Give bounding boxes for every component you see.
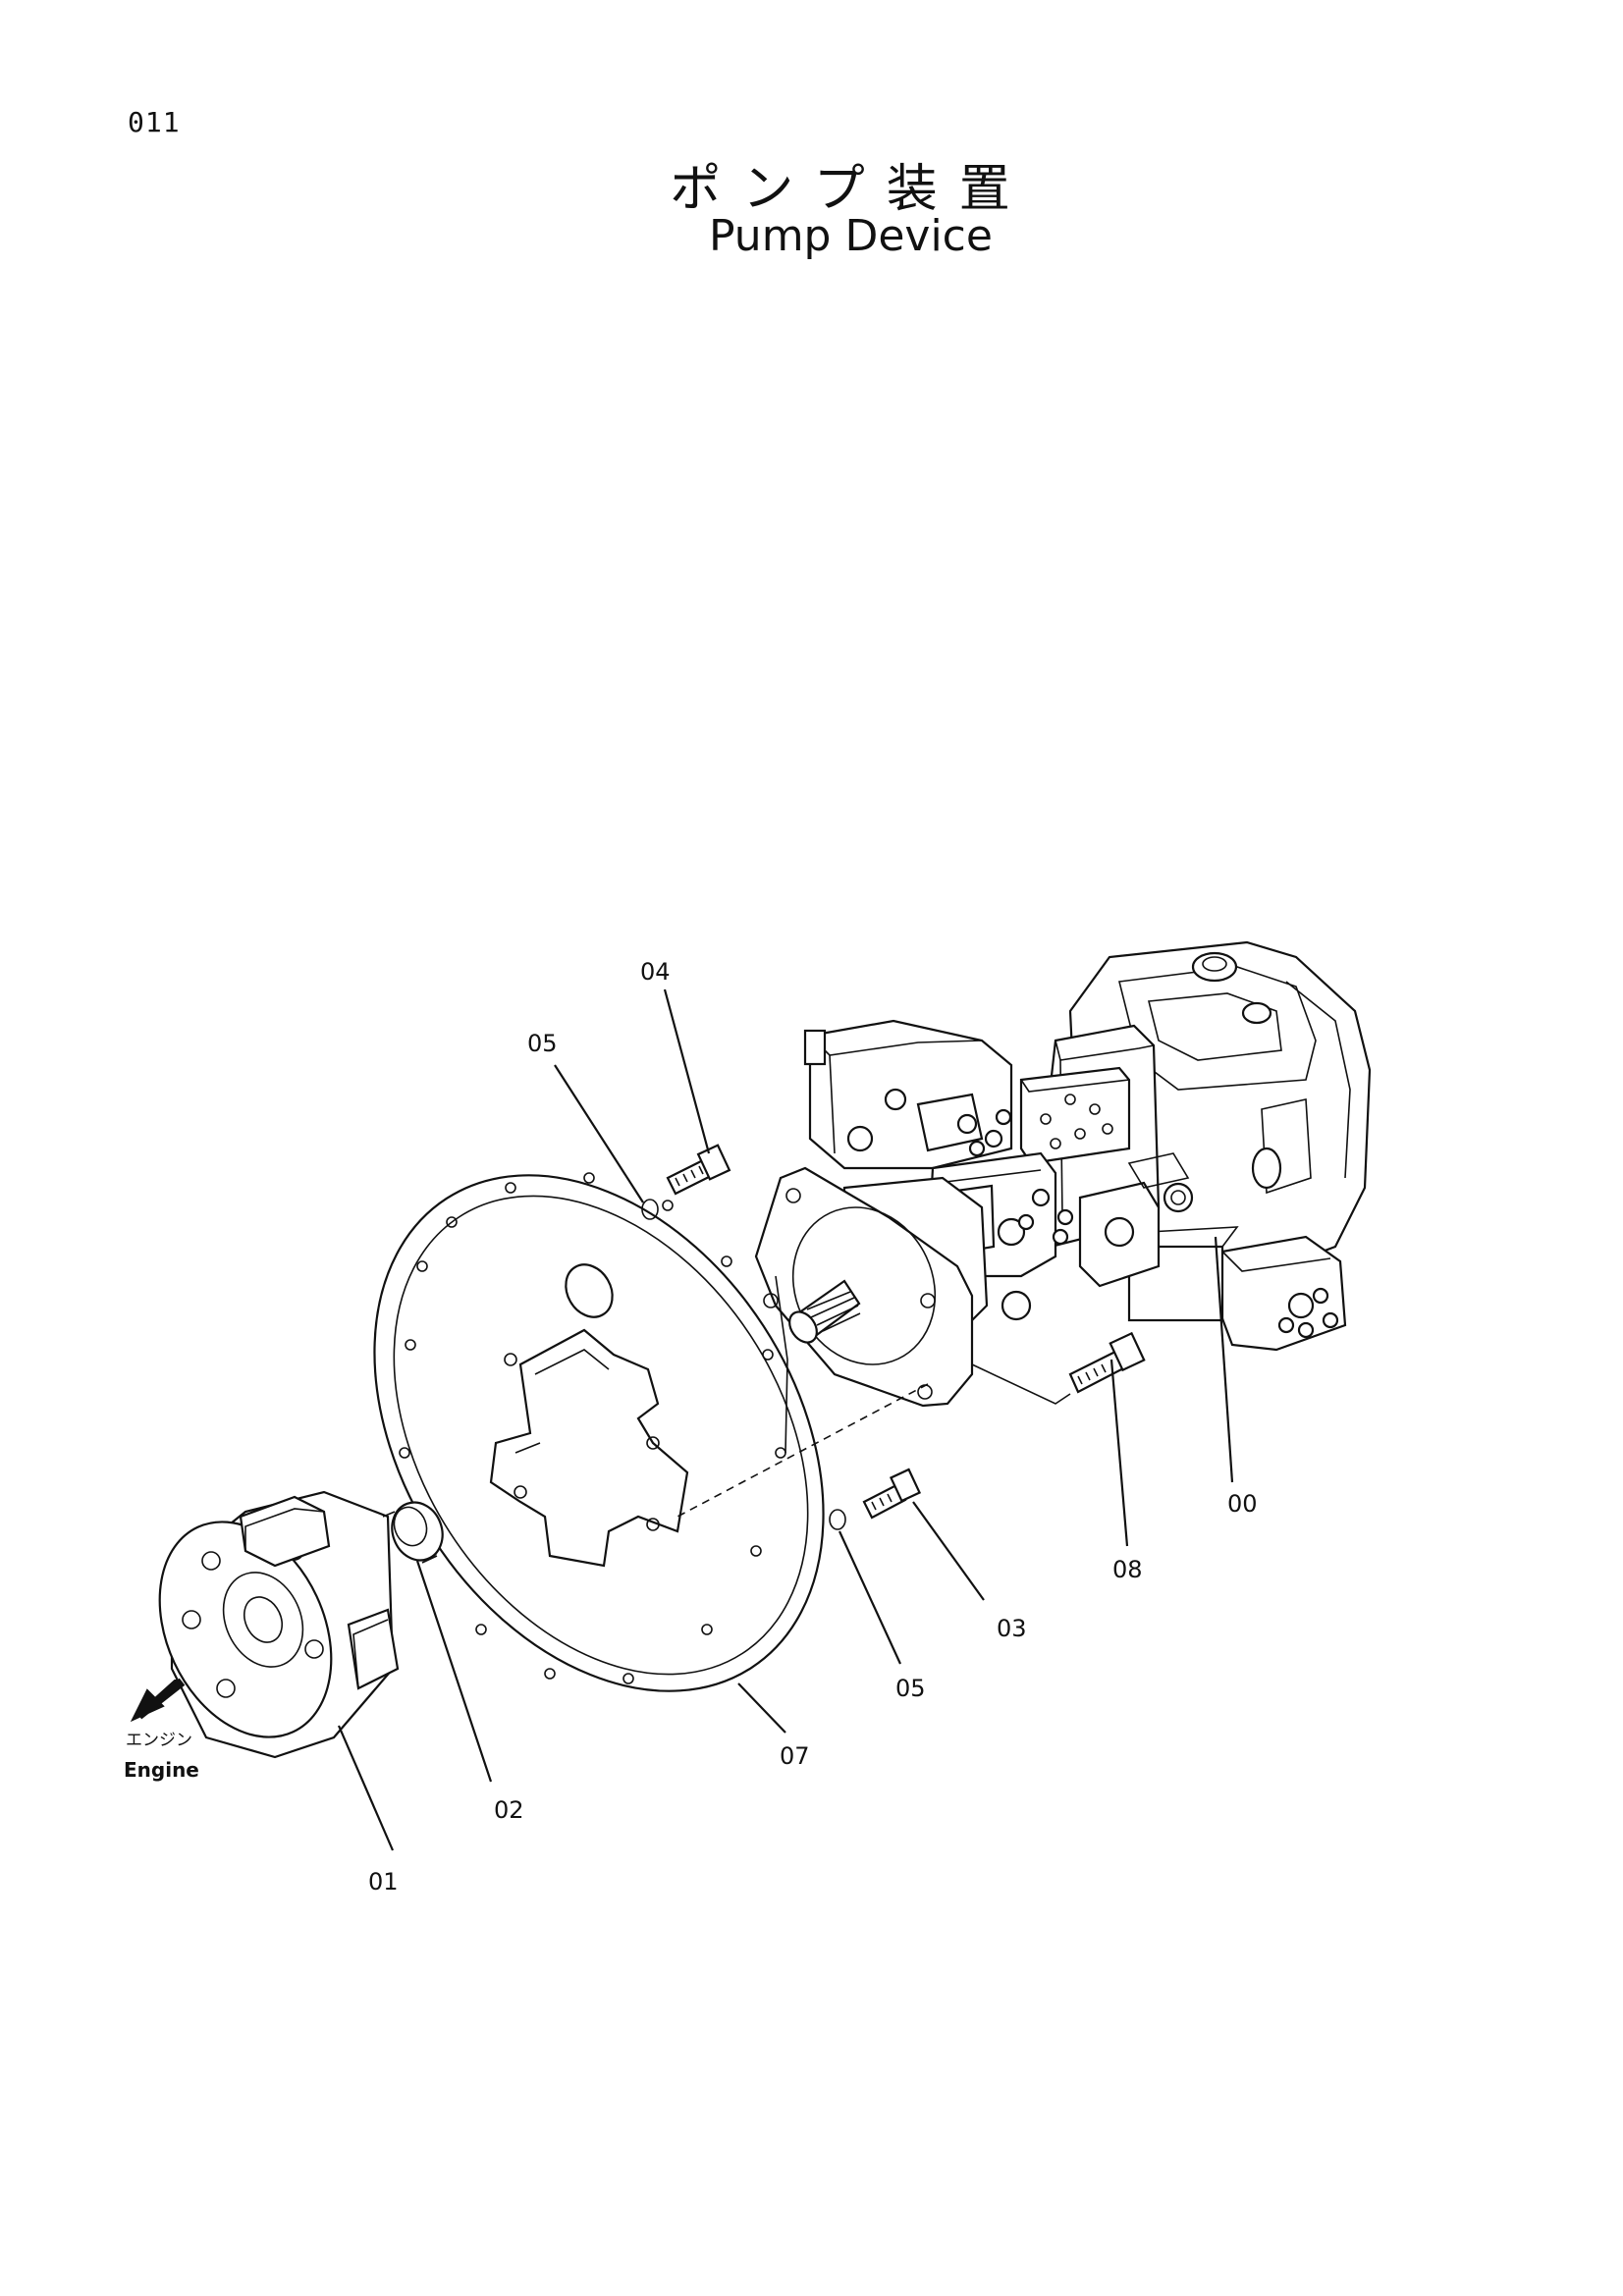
callout-05-bottom: 05 [895, 1675, 926, 1702]
callout-03: 03 [997, 1615, 1027, 1642]
page-code: 011 [128, 106, 181, 138]
washer-05-top [641, 1199, 659, 1220]
washer-05-bottom [829, 1509, 846, 1530]
bolt-04 [666, 1144, 731, 1196]
leader-00-bracket [971, 1363, 1071, 1405]
bushing [382, 1501, 444, 1564]
bolt-03 [862, 1468, 922, 1520]
title-japanese: ポンプ装置 [670, 160, 1032, 219]
callout-01: 01 [368, 1868, 399, 1896]
callout-02: 02 [494, 1796, 524, 1824]
bolt-08 [1068, 1331, 1146, 1394]
arrow-down-left-icon [130, 1678, 186, 1723]
leader-lines [337, 988, 1234, 1851]
flywheel-housing-plate [373, 1172, 825, 1692]
alignment-line [676, 1383, 929, 1518]
callout-07: 07 [780, 1742, 810, 1770]
callout-08: 08 [1112, 1556, 1143, 1583]
callout-04: 04 [640, 958, 671, 986]
title-english: Pump Device [709, 211, 993, 261]
callout-00: 00 [1227, 1490, 1258, 1518]
coupling [158, 1490, 400, 1759]
engine-label-en: Engine [124, 1758, 199, 1782]
engine-label-ja: エンジン [126, 1731, 192, 1750]
pump-assembly [754, 940, 1372, 1408]
callout-05-top: 05 [527, 1030, 558, 1057]
